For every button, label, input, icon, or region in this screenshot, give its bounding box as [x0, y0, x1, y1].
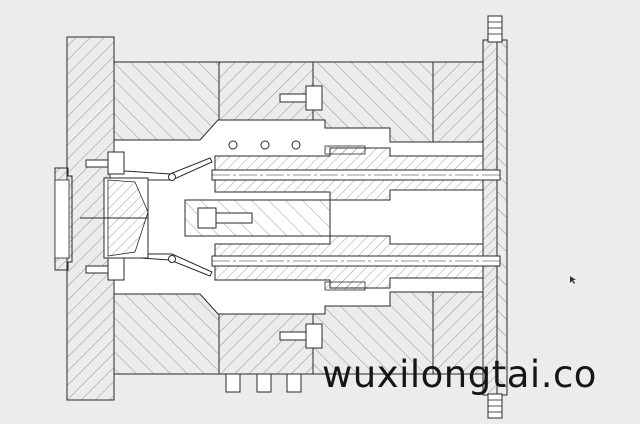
center-bolt — [197, 207, 253, 229]
mouse-cursor-icon — [570, 276, 576, 284]
locating-ring — [54, 167, 73, 271]
sprue-bushing — [80, 177, 149, 259]
core-pin-lower — [211, 255, 501, 267]
center-insert — [184, 199, 331, 237]
ejector-plate — [482, 39, 508, 396]
guide-pin-top — [487, 15, 503, 43]
plate-parting-lines — [114, 61, 483, 375]
wear-plate-upper — [324, 145, 366, 155]
clamp-screw-lower — [85, 257, 125, 281]
water-fittings — [225, 373, 302, 393]
wear-plate-lower — [324, 281, 366, 291]
guide-pin-bottom — [487, 393, 503, 419]
cooling-channels — [228, 140, 301, 150]
clamp-screw-upper — [85, 151, 125, 175]
watermark-text: wuxilongtai.co — [322, 353, 597, 396]
cap-screw-top — [279, 85, 323, 111]
cap-screw-bottom — [279, 323, 323, 349]
core-pin-upper — [211, 169, 501, 181]
